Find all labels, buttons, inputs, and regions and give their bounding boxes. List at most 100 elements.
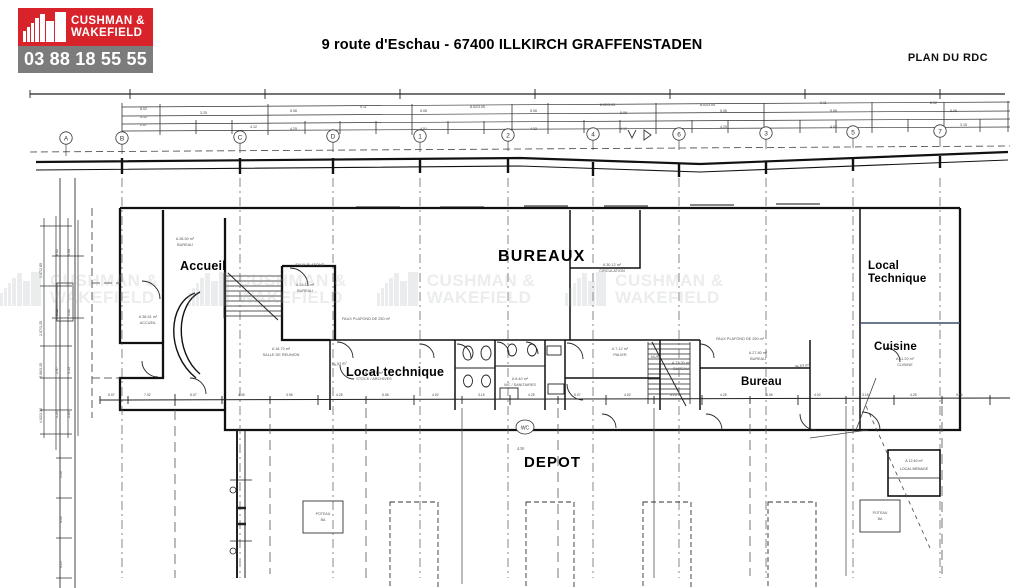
svg-text:BUREAU: BUREAU [297, 289, 313, 293]
svg-text:5.06: 5.06 [956, 393, 963, 397]
svg-text:5.06: 5.06 [59, 471, 63, 478]
svg-text:ACCUEIL: ACCUEIL [140, 321, 156, 325]
svg-text:2.85: 2.85 [67, 411, 71, 418]
svg-text:CUISINE: CUISINE [897, 363, 913, 367]
svg-text:5.07: 5.07 [574, 393, 581, 397]
svg-text:D: D [331, 134, 336, 141]
svg-text:3.15: 3.15 [960, 123, 967, 127]
svg-text:A 27.80 m²: A 27.80 m² [749, 351, 768, 355]
depot-footings [302, 499, 901, 588]
svg-text:5.06: 5.06 [950, 109, 957, 113]
company-logo: CUSHMAN & WAKEFIELD 03 88 18 55 55 [18, 8, 153, 73]
svg-text:8.02/3.05: 8.02/3.05 [470, 105, 485, 109]
reference-axis-line [29, 145, 1011, 153]
svg-text:4.02: 4.02 [67, 309, 71, 316]
svg-text:4.51: 4.51 [420, 127, 427, 131]
svg-text:BUREAU: BUREAU [673, 367, 689, 371]
logo-wordmark: CUSHMAN & WAKEFIELD [71, 15, 145, 40]
svg-text:7: 7 [938, 129, 942, 136]
room-label-bureaux: BUREAUX [498, 248, 586, 265]
svg-text:A 8.40 m²: A 8.40 m² [512, 377, 529, 381]
svg-text:4.25: 4.25 [720, 125, 727, 129]
svg-text:2: 2 [506, 133, 510, 140]
svg-text:2.07: 2.07 [140, 123, 147, 127]
logo-wordmark-line2: WAKEFIELD [71, 27, 143, 39]
svg-text:7.02: 7.02 [144, 393, 151, 397]
svg-text:5.06: 5.06 [290, 109, 297, 113]
svg-text:BUREAU: BUREAU [177, 243, 193, 247]
svg-text:C: C [238, 135, 243, 142]
svg-text:STOCK / ARCHIVES: STOCK / ARCHIVES [356, 377, 392, 381]
svg-text:8.02: 8.02 [140, 107, 147, 111]
north-arrow-icon [627, 129, 652, 141]
svg-text:9.11: 9.11 [360, 105, 367, 109]
svg-text:A 24.11 m²: A 24.11 m² [296, 283, 315, 287]
left-dimension-stack [40, 216, 84, 450]
svg-text:A 12.30 m²: A 12.30 m² [672, 361, 691, 365]
logo-brand-band: CUSHMAN & WAKEFIELD [18, 8, 153, 46]
svg-text:5.07: 5.07 [108, 393, 115, 397]
facade-openings [140, 203, 820, 209]
room-label-depot: DEPOT [524, 454, 582, 471]
svg-text:1.07/2.85: 1.07/2.85 [39, 263, 43, 278]
floor-plan-svg: 8.023.122.07 3.254.12 5.064.25 9.11 5.06… [29, 89, 1011, 588]
room-label-accueil: Accueil [180, 259, 226, 273]
svg-text:A 12.40 m²: A 12.40 m² [905, 459, 923, 463]
svg-text:3.15: 3.15 [67, 367, 71, 374]
dimension-text-top: 8.023.122.07 3.254.12 5.064.25 9.11 5.06… [140, 101, 967, 131]
svg-text:4.02: 4.02 [624, 393, 631, 397]
annex-room-text: A 12.40 m² LOCAL MENAGE [900, 459, 929, 471]
svg-text:5.07: 5.07 [190, 393, 197, 397]
svg-text:8.02/3.05: 8.02/3.05 [600, 103, 615, 107]
svg-text:4.02: 4.02 [830, 125, 837, 129]
svg-text:8.02: 8.02 [55, 249, 59, 256]
svg-text:A: A [64, 136, 69, 143]
svg-text:4.10: 4.10 [620, 127, 627, 131]
annex-room [887, 449, 941, 497]
right-leader-lines [809, 377, 931, 549]
handwritten-annotations: 96.03 m² 96.03 m² 4.50 [332, 360, 811, 451]
svg-text:6: 6 [677, 132, 681, 139]
svg-text:4.02: 4.02 [432, 393, 439, 397]
svg-text:5.06: 5.06 [382, 393, 389, 397]
building-walls [118, 206, 962, 432]
svg-text:4.25: 4.25 [55, 411, 59, 418]
svg-text:FAUX PLAFOND DE 250 m²: FAUX PLAFOND DE 250 m² [342, 317, 391, 321]
svg-text:B: B [120, 136, 124, 143]
svg-text:A 7.12 m²: A 7.12 m² [612, 347, 629, 351]
bottom-left-tick-text: 5.06 4.02 3.15 [59, 471, 63, 568]
interior-partitions [329, 208, 960, 430]
building-icon [23, 12, 69, 42]
svg-text:5: 5 [851, 130, 855, 137]
svg-text:A 36.51 m²: A 36.51 m² [139, 315, 158, 319]
svg-text:A 19.75 m²: A 19.75 m² [365, 371, 384, 375]
svg-text:3: 3 [764, 131, 768, 138]
building-envelope [35, 150, 1009, 177]
depot-slab-joints [174, 406, 943, 584]
svg-text:A 18.70 m²: A 18.70 m² [272, 347, 291, 351]
top-dimension-band [29, 89, 1005, 99]
svg-text:4.02: 4.02 [814, 393, 821, 397]
logo-phone-band: 03 88 18 55 55 [18, 46, 153, 73]
svg-text:4.50: 4.50 [517, 446, 524, 451]
svg-text:4.25: 4.25 [528, 393, 535, 397]
svg-text:5.06: 5.06 [620, 111, 627, 115]
svg-text:A 30.12 m²: A 30.12 m² [603, 263, 622, 267]
svg-text:FAUX PLAFOND DE 250 m²: FAUX PLAFOND DE 250 m² [716, 337, 765, 341]
wc-marker-bubble: WC [515, 419, 535, 435]
svg-text:4.12: 4.12 [250, 125, 257, 129]
svg-text:4.02/3.12: 4.02/3.12 [39, 408, 43, 423]
svg-text:WC: WC [521, 426, 530, 432]
lower-left-construction [229, 430, 252, 578]
svg-text:FAUX PLAFOND: FAUX PLAFOND [296, 263, 325, 267]
left-dimension-text: 1.07/2.85 2.07/3.25 5.06/3.15 4.02/3.12 … [39, 249, 71, 423]
svg-text:LOCAL MENAGE: LOCAL MENAGE [900, 467, 929, 471]
door-swings [141, 267, 901, 431]
room-label-local-technique-centre: Local technique [346, 365, 445, 379]
svg-text:A 11.20 m²: A 11.20 m² [896, 357, 915, 361]
room-label-local-technique-droite: Local Technique [868, 260, 927, 285]
wc-fixtures [455, 343, 565, 400]
